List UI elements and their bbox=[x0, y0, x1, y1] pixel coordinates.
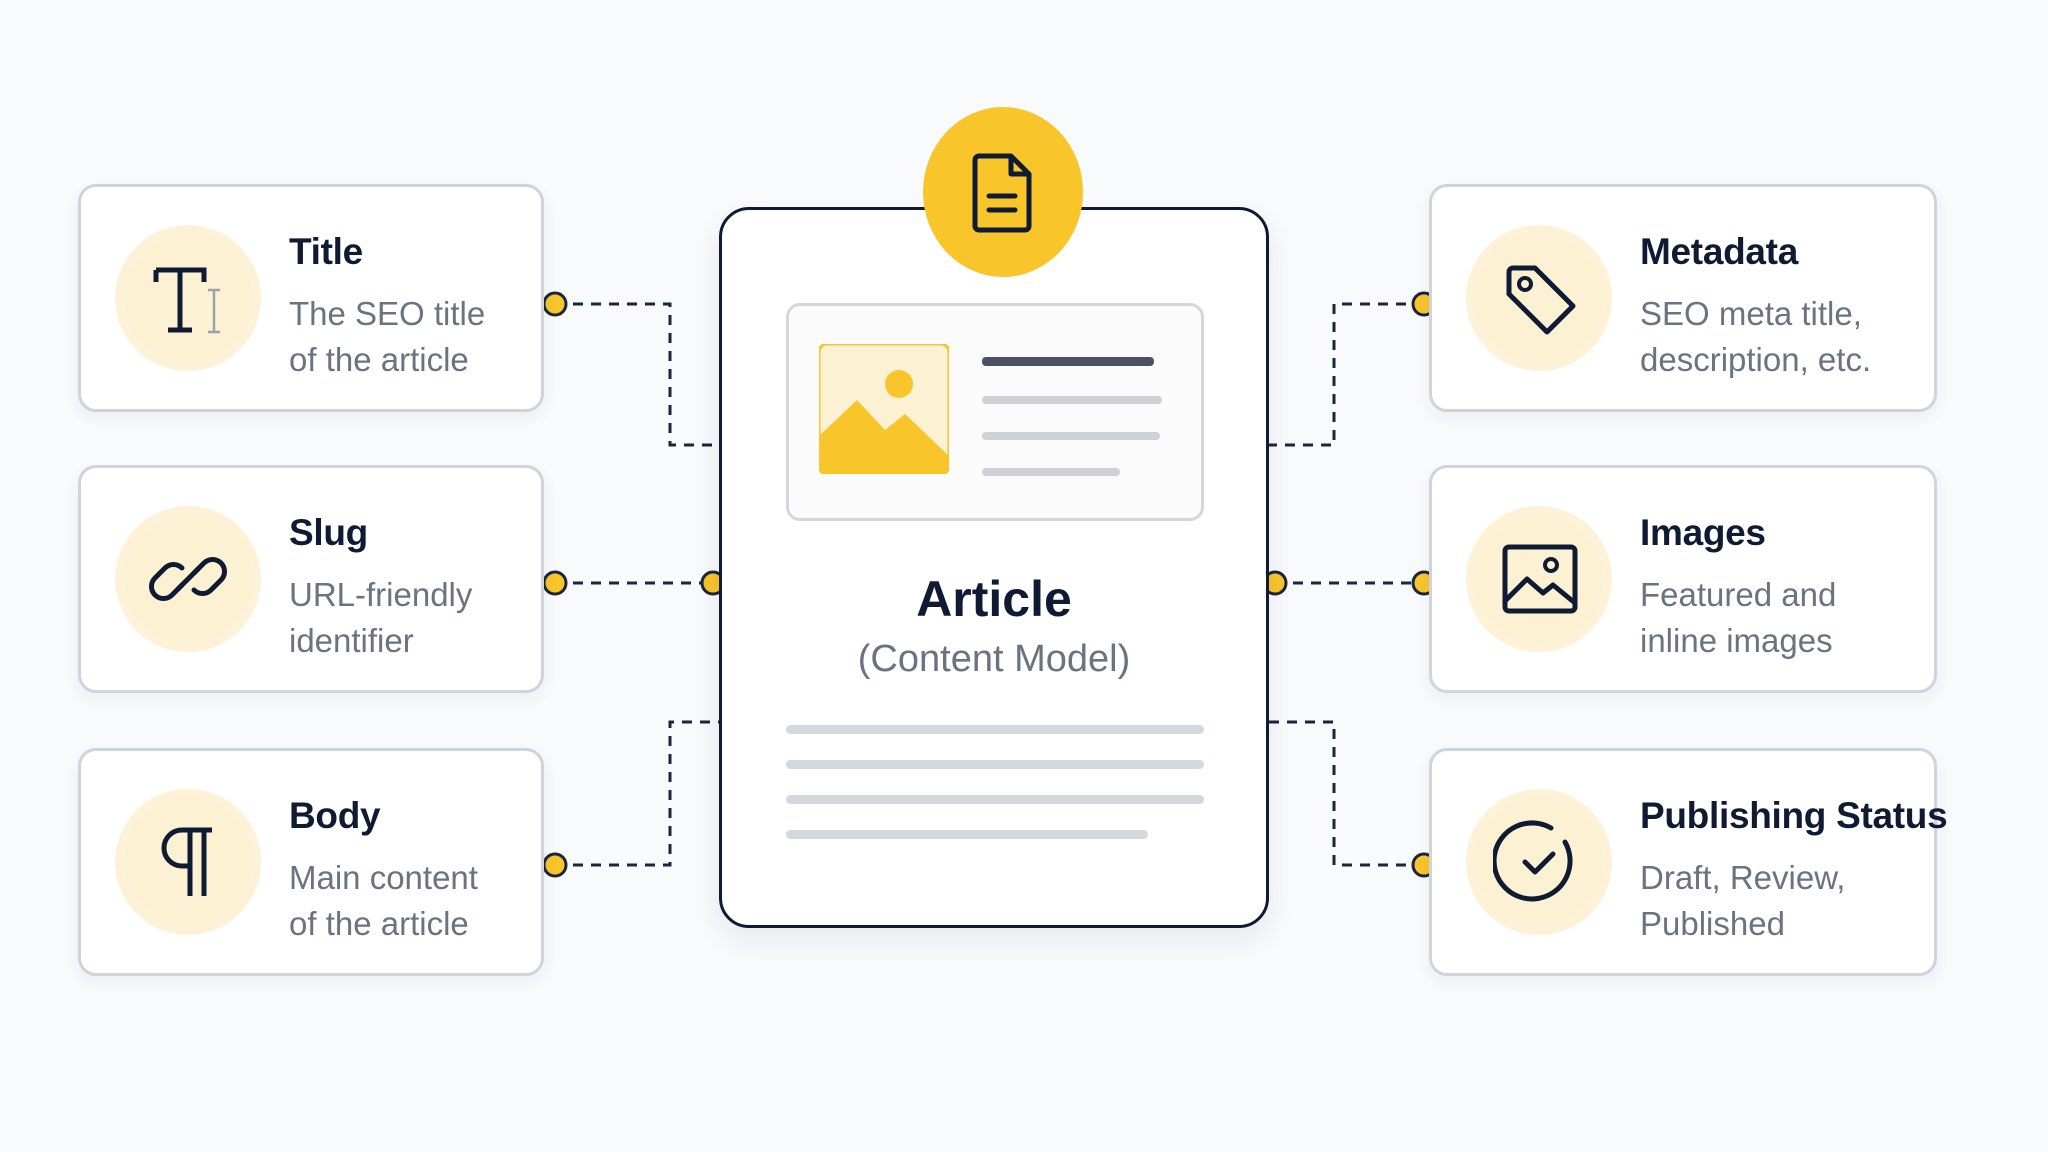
connector-metadata bbox=[1269, 302, 1424, 447]
field-card-images: Images Featured and inline images bbox=[1429, 465, 1937, 693]
connector-body bbox=[555, 720, 719, 867]
field-description: Main content of the article bbox=[289, 859, 478, 942]
field-title: Slug bbox=[289, 512, 368, 553]
preview-text-line bbox=[982, 396, 1162, 404]
check-circle-icon bbox=[1466, 789, 1612, 935]
field-title: Publishing Status bbox=[1640, 795, 1948, 836]
field-title: Images bbox=[1640, 512, 1766, 553]
field-title: Metadata bbox=[1640, 231, 1798, 272]
preview-text-line bbox=[982, 468, 1120, 476]
link-icon bbox=[115, 506, 261, 652]
article-preview bbox=[786, 303, 1204, 521]
content-model-title: Article bbox=[916, 571, 1072, 627]
preview-text-line bbox=[982, 432, 1160, 440]
field-title: Body bbox=[289, 795, 381, 836]
field-description: URL-friendly identifier bbox=[289, 576, 473, 659]
field-description: Featured and inline images bbox=[1640, 576, 1837, 659]
connector-publishing-status bbox=[1269, 720, 1424, 867]
image-icon bbox=[1466, 506, 1612, 652]
preview-heading-line bbox=[982, 357, 1154, 366]
field-description: The SEO title of the article bbox=[289, 295, 486, 378]
body-text-line bbox=[786, 725, 1204, 734]
tag-icon bbox=[1466, 225, 1612, 371]
connector-title bbox=[555, 302, 719, 447]
connector-dot bbox=[542, 852, 568, 878]
body-text-line bbox=[786, 795, 1204, 804]
field-card-metadata: Metadata SEO meta title, description, et… bbox=[1429, 184, 1937, 412]
image-placeholder-icon bbox=[819, 344, 949, 474]
field-title: Title bbox=[289, 231, 363, 272]
field-card-slug: Slug URL-friendly identifier bbox=[78, 465, 544, 693]
connector-dot bbox=[542, 291, 568, 317]
field-description: Draft, Review, Published bbox=[1640, 859, 1846, 942]
body-text-line bbox=[786, 760, 1204, 769]
field-card-body: Body Main content of the article bbox=[78, 748, 544, 976]
field-card-publishing-status: Publishing Status Draft, Review, Publish… bbox=[1429, 748, 1948, 976]
document-icon bbox=[923, 107, 1083, 277]
field-description: SEO meta title, description, etc. bbox=[1640, 295, 1872, 378]
connector-dot bbox=[542, 570, 568, 596]
pilcrow-icon bbox=[115, 789, 261, 935]
content-model-subtitle: (Content Model) bbox=[857, 638, 1131, 680]
field-card-title: Title The SEO title of the article bbox=[78, 184, 544, 412]
body-text-line bbox=[786, 830, 1148, 839]
text-type-icon bbox=[115, 225, 261, 371]
content-model-card: Article (Content Model) bbox=[719, 207, 1269, 928]
